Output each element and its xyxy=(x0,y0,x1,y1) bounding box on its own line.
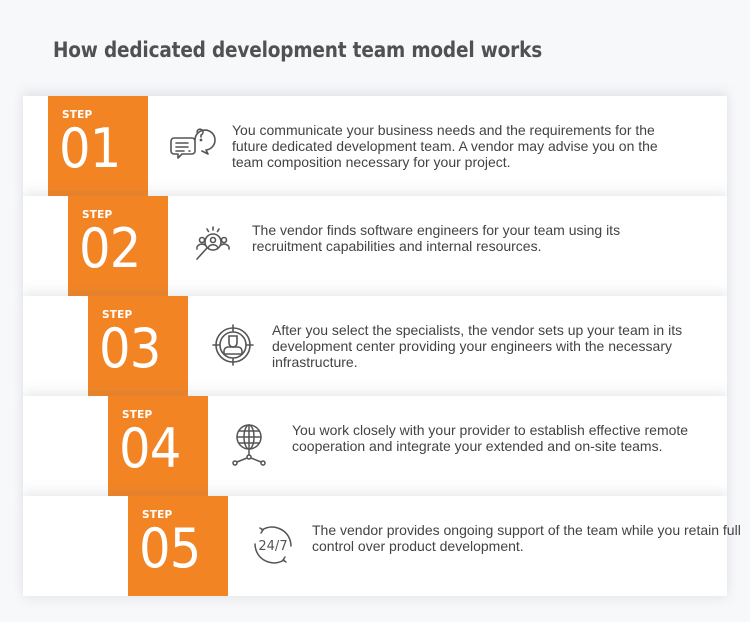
step-label: STEP xyxy=(62,109,93,121)
step-row-4: STEP 04 You work closely with your provi… xyxy=(23,396,727,496)
page-title: How dedicated development team model wor… xyxy=(53,38,543,62)
globe-network-icon xyxy=(226,422,272,468)
step-badge: STEP 04 xyxy=(108,396,208,496)
step-number: 04 xyxy=(119,417,181,480)
step-label: STEP xyxy=(82,209,113,221)
step-number: 03 xyxy=(99,317,161,380)
step-number: 01 xyxy=(59,117,121,180)
step-label: STEP xyxy=(122,409,153,421)
step-row-2: STEP 02 The vendor finds software engine… xyxy=(23,196,727,296)
step-description: The vendor finds software engineers for … xyxy=(252,222,621,254)
step-description: You communicate your business needs and … xyxy=(232,122,658,170)
talent-search-icon xyxy=(190,222,236,268)
step-badge: STEP 01 xyxy=(48,96,148,196)
step-label: STEP xyxy=(102,309,133,321)
svg-text:24/7: 24/7 xyxy=(258,539,287,554)
step-description: After you select the specialists, the ve… xyxy=(272,322,683,370)
step-row-5: STEP 05 24/7 The vendor provides ongoing… xyxy=(23,496,741,596)
target-person-icon xyxy=(210,322,256,368)
chat-question-icon xyxy=(170,122,216,168)
step-badge: STEP 03 xyxy=(88,296,188,396)
step-badge: STEP 02 xyxy=(68,196,168,296)
step-number: 05 xyxy=(139,517,201,580)
step-number: 02 xyxy=(79,217,141,280)
step-description: You work closely with your provider to e… xyxy=(292,422,689,454)
support-24-7-icon: 24/7 xyxy=(250,522,296,568)
step-row-1: STEP 01 You communicate your business ne… xyxy=(23,96,727,196)
step-description: The vendor provides ongoing support of t… xyxy=(312,522,741,554)
step-label: STEP xyxy=(142,509,173,521)
step-badge: STEP 05 xyxy=(128,496,228,596)
step-row-3: STEP 03 After you select the specialists… xyxy=(23,296,727,396)
